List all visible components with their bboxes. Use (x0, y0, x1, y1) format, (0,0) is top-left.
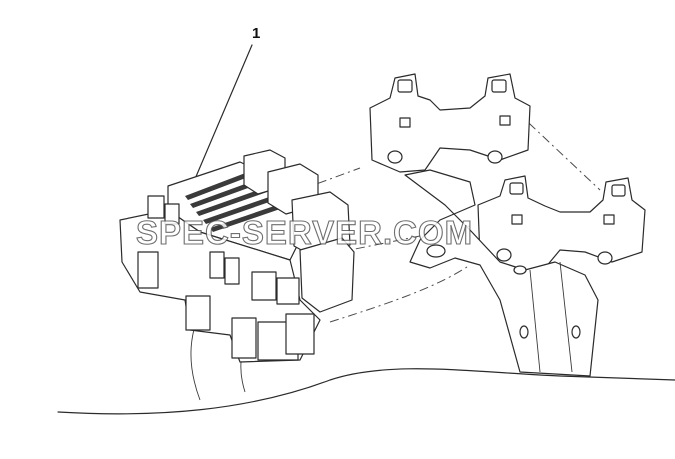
upper-bracket (369, 73, 531, 173)
lower-bracket (477, 175, 646, 273)
callout-label-1: 1 (252, 25, 260, 42)
callout-1: 1 (191, 25, 260, 187)
mounting-post (404, 169, 599, 377)
fuse-slots (185, 172, 283, 232)
fuse-relay-box (119, 149, 355, 363)
watermark-text: SPEC-SERVER.COM (136, 214, 473, 251)
